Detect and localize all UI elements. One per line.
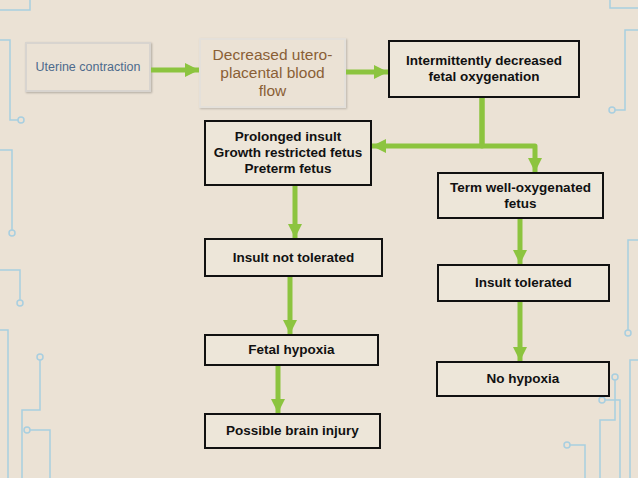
flow-arrow [293, 186, 298, 238]
condition-box: Prolonged insult Growth restricted fetus… [204, 120, 372, 186]
box-text: Intermittently decreased fetal oxygenati… [396, 53, 572, 85]
condition-box: Term well-oxygenated fetus [437, 172, 604, 219]
flow-arrow [346, 70, 388, 75]
box-text: Fetal hypoxia [248, 342, 334, 358]
outcome-box: Possible brain injury [204, 413, 381, 449]
outcome-box: Insult not tolerated [204, 238, 383, 277]
flow-arrow [518, 219, 523, 264]
outcome-box: Insult tolerated [437, 264, 610, 302]
outcome-box: Fetal hypoxia [204, 334, 379, 366]
flow-arrow [482, 98, 535, 172]
box-text: Decreased utero-placental blood flow [211, 46, 334, 100]
flow-arrow [151, 68, 199, 73]
flow-arrow [518, 302, 523, 361]
outcome-box: No hypoxia [436, 361, 610, 397]
flow-arrow [372, 98, 482, 146]
box-text: Uterine contraction [36, 60, 141, 75]
box-text: Insult not tolerated [233, 250, 355, 266]
box-text: Term well-oxygenated fetus [445, 180, 596, 212]
process-box: Intermittently decreased fetal oxygenati… [388, 40, 580, 98]
box-text: No hypoxia [487, 371, 560, 387]
box-text: Possible brain injury [226, 423, 359, 439]
flow-arrow [276, 366, 281, 413]
box-text: Prolonged insult Growth restricted fetus… [212, 129, 364, 177]
flow-arrow [288, 277, 293, 334]
process-box: Decreased utero-placental blood flow [199, 38, 346, 108]
box-text: Insult tolerated [475, 275, 572, 291]
start-box: Uterine contraction [25, 42, 151, 92]
